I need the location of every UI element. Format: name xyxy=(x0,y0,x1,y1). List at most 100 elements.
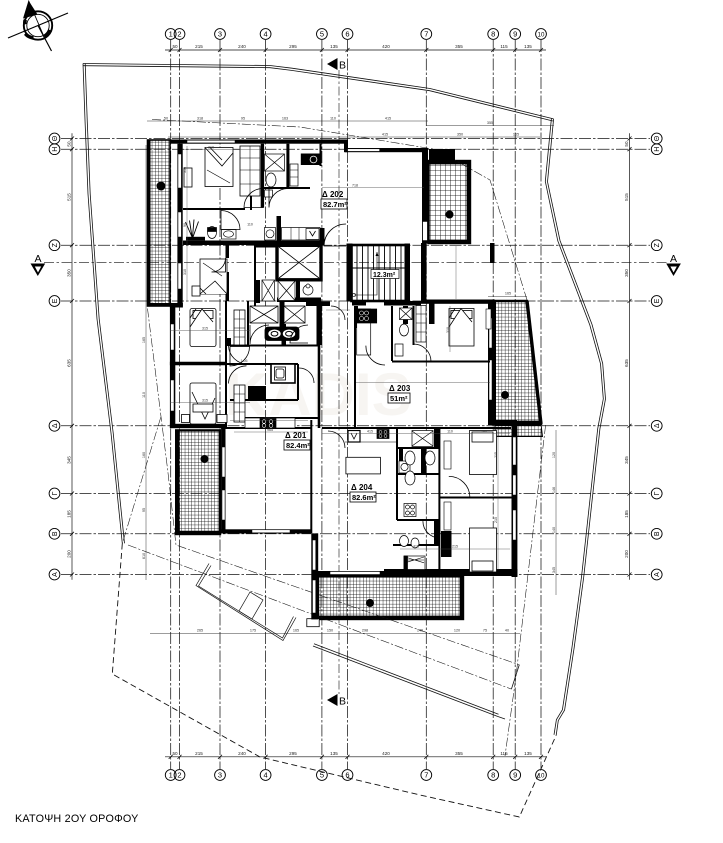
svg-text:9: 9 xyxy=(513,30,517,39)
svg-text:200: 200 xyxy=(624,550,629,558)
svg-text:415: 415 xyxy=(367,430,373,434)
svg-text:B: B xyxy=(339,60,346,72)
svg-text:310: 310 xyxy=(183,269,187,275)
svg-text:175: 175 xyxy=(250,629,256,633)
svg-text:310: 310 xyxy=(183,167,187,173)
svg-text:420: 420 xyxy=(382,751,390,756)
svg-text:3: 3 xyxy=(218,771,222,780)
svg-text:150: 150 xyxy=(327,629,333,633)
svg-text:A: A xyxy=(34,253,41,265)
svg-text:146: 146 xyxy=(552,487,556,493)
svg-text:420: 420 xyxy=(382,44,390,49)
svg-text:355: 355 xyxy=(455,751,463,756)
svg-text:50: 50 xyxy=(164,117,168,121)
svg-text:4: 4 xyxy=(264,771,268,780)
svg-text:90: 90 xyxy=(183,223,187,227)
svg-text:A: A xyxy=(654,572,661,577)
svg-text:3: 3 xyxy=(218,30,222,39)
svg-text:A: A xyxy=(52,572,59,577)
svg-text:50: 50 xyxy=(172,751,178,756)
svg-text:82.7m²: 82.7m² xyxy=(323,200,347,209)
svg-text:215: 215 xyxy=(494,452,498,458)
svg-text:51m²: 51m² xyxy=(390,394,408,403)
svg-text:160: 160 xyxy=(142,452,146,458)
svg-text:146: 146 xyxy=(417,629,423,633)
svg-text:165: 165 xyxy=(505,292,511,296)
svg-text:515: 515 xyxy=(67,193,72,201)
svg-text:B: B xyxy=(339,696,346,708)
svg-text:50: 50 xyxy=(624,141,629,147)
svg-text:350: 350 xyxy=(67,269,72,277)
svg-text:75: 75 xyxy=(483,629,487,633)
svg-text:345: 345 xyxy=(552,567,556,573)
svg-text:135: 135 xyxy=(524,751,532,756)
svg-text:95: 95 xyxy=(241,117,245,121)
svg-text:8: 8 xyxy=(491,30,495,39)
svg-text:12.3m²: 12.3m² xyxy=(373,272,396,279)
svg-text:295: 295 xyxy=(289,44,297,49)
svg-text:200: 200 xyxy=(67,550,72,558)
svg-text:Δ: Δ xyxy=(654,423,661,428)
svg-text:Γ: Γ xyxy=(654,491,661,495)
svg-text:B: B xyxy=(52,531,59,536)
svg-text:A: A xyxy=(670,253,677,265)
svg-text:718: 718 xyxy=(352,184,358,188)
svg-text:140: 140 xyxy=(552,527,556,533)
svg-text:2: 2 xyxy=(177,30,181,39)
svg-text:115: 115 xyxy=(500,44,508,49)
svg-text:Δ 203: Δ 203 xyxy=(389,384,411,393)
svg-text:163: 163 xyxy=(282,117,288,121)
svg-text:115: 115 xyxy=(500,751,508,756)
svg-text:298: 298 xyxy=(362,629,368,633)
svg-text:295: 295 xyxy=(289,751,297,756)
svg-text:110: 110 xyxy=(247,223,253,227)
svg-text:H: H xyxy=(654,147,661,152)
svg-text:415: 415 xyxy=(385,117,391,121)
svg-text:610: 610 xyxy=(142,553,146,559)
svg-text:110: 110 xyxy=(447,430,453,434)
svg-text:50: 50 xyxy=(67,141,72,147)
svg-text:Δ: Δ xyxy=(52,423,59,428)
svg-text:240: 240 xyxy=(238,44,246,49)
svg-text:215: 215 xyxy=(195,44,203,49)
svg-text:H: H xyxy=(52,147,59,152)
svg-text:310: 310 xyxy=(446,327,450,333)
svg-text:315: 315 xyxy=(202,399,208,403)
svg-text:1.05: 1.05 xyxy=(241,359,248,363)
svg-text:Θ: Θ xyxy=(52,135,59,141)
svg-text:1: 1 xyxy=(169,30,173,39)
svg-text:180: 180 xyxy=(481,430,487,434)
svg-text:Δ 204: Δ 204 xyxy=(351,483,373,492)
svg-text:120: 120 xyxy=(264,417,270,421)
svg-text:7: 7 xyxy=(424,30,428,39)
svg-text:E: E xyxy=(52,298,59,303)
svg-text:82.4m²: 82.4m² xyxy=(286,441,310,450)
svg-text:10: 10 xyxy=(538,32,545,39)
svg-text:10: 10 xyxy=(538,773,545,780)
svg-text:165: 165 xyxy=(293,629,299,633)
svg-text:110: 110 xyxy=(142,392,146,398)
svg-text:215: 215 xyxy=(452,545,458,549)
svg-text:240: 240 xyxy=(238,751,246,756)
svg-text:6: 6 xyxy=(345,771,349,780)
svg-text:215: 215 xyxy=(494,517,498,523)
svg-text:345: 345 xyxy=(67,456,72,464)
svg-text:8: 8 xyxy=(491,771,495,780)
svg-text:350: 350 xyxy=(457,133,463,137)
svg-text:318: 318 xyxy=(197,117,203,121)
svg-text:215: 215 xyxy=(195,751,203,756)
svg-text:4: 4 xyxy=(264,30,268,39)
svg-text:5: 5 xyxy=(320,30,324,39)
svg-text:355: 355 xyxy=(487,121,493,125)
svg-text:50: 50 xyxy=(172,44,178,49)
svg-text:Γ: Γ xyxy=(52,491,59,495)
svg-text:Δ 201: Δ 201 xyxy=(285,431,307,440)
svg-text:Z: Z xyxy=(52,242,59,247)
svg-text:120: 120 xyxy=(454,629,460,633)
svg-text:110: 110 xyxy=(330,117,336,121)
svg-text:9: 9 xyxy=(513,771,517,780)
svg-text:40: 40 xyxy=(505,629,509,633)
svg-text:165: 165 xyxy=(142,337,146,343)
svg-text:350: 350 xyxy=(624,269,629,277)
svg-text:135: 135 xyxy=(524,44,532,49)
